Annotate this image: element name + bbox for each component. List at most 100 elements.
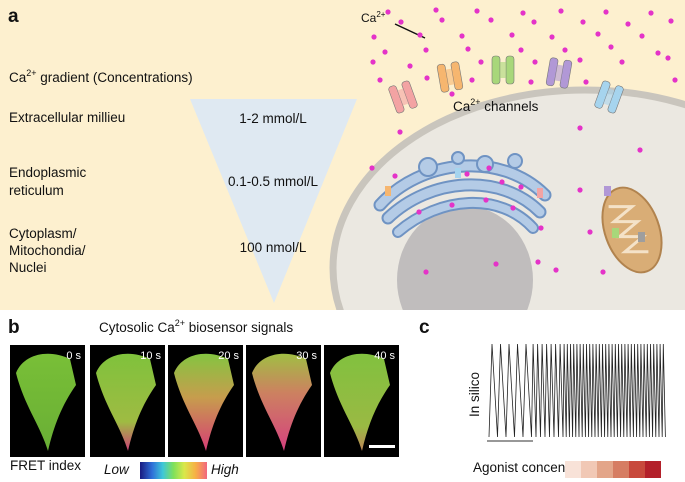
concentration-extracellular: 1-2 mmol/L	[239, 111, 307, 126]
calcium-ion	[417, 32, 423, 38]
calcium-ion	[474, 8, 480, 14]
agonist-level-swatch	[645, 461, 661, 478]
gradient-title: Ca2+ gradient (Concentrations)	[9, 68, 193, 85]
calcium-ion	[469, 77, 475, 83]
calcium-ion	[465, 46, 471, 52]
calcium-ion	[577, 57, 583, 63]
calcium-ion	[449, 202, 455, 208]
panel-b-letter: b	[8, 317, 20, 338]
calcium-ion	[464, 171, 470, 177]
calcium-ion	[377, 77, 383, 83]
calcium-ion	[423, 269, 429, 275]
calcium-ion	[603, 9, 609, 15]
calcium-ion	[385, 9, 391, 15]
calcium-channel-icon	[491, 55, 515, 85]
calcium-ion	[532, 59, 538, 65]
frame-timestamp: 0 s	[66, 350, 81, 362]
endoplasmic-reticulum	[373, 151, 552, 238]
calcium-ion	[672, 77, 678, 83]
calcium-ion	[600, 269, 606, 275]
channels-label: Ca2+ channels	[453, 97, 539, 114]
calcium-ion-label: Ca2+	[361, 10, 386, 25]
calcium-ion	[625, 21, 631, 27]
calcium-ion	[483, 197, 489, 203]
calcium-ion	[397, 129, 403, 135]
concentration-er: 0.1-0.5 mmol/L	[228, 174, 319, 189]
panel-c: c In silico Agonist concentration	[419, 317, 666, 478]
frame-timestamp: 30 s	[296, 350, 317, 362]
agonist-level-swatch	[565, 461, 581, 478]
mitochondrion	[601, 186, 663, 274]
calcium-ion	[619, 59, 625, 65]
calcium-ion	[531, 19, 537, 25]
row-label-extracellular: Extracellular millieu	[9, 110, 125, 125]
calcium-ion	[416, 209, 422, 215]
calcium-ion	[369, 165, 375, 171]
calcium-ion	[577, 187, 583, 193]
panel-a: a Ca2+ gradient (Concentrations) Extrace…	[0, 0, 685, 310]
row-label-cytoplasm-line3: Nuclei	[9, 260, 47, 275]
calcium-ion	[449, 91, 455, 97]
calcium-ion	[668, 18, 674, 24]
panel-c-letter: c	[419, 317, 430, 338]
concentration-gradient-triangle	[190, 99, 357, 303]
calcium-ion	[392, 173, 398, 179]
biosensor-frame: 10 s	[90, 345, 165, 457]
calcium-ion	[608, 44, 614, 50]
fret-color-scale	[140, 462, 207, 479]
row-label-cytoplasm-line2: Mitochondia/	[9, 243, 86, 258]
calcium-ion	[439, 17, 445, 23]
calcium-ions	[369, 7, 678, 275]
cell-illustration	[329, 86, 685, 310]
biosensor-frame: 20 s	[168, 345, 243, 457]
panel-a-letter: a	[8, 6, 19, 27]
biosensor-frame: 40 s	[324, 345, 399, 457]
calcium-ion	[371, 34, 377, 40]
agonist-level-swatch	[613, 461, 629, 478]
calcium-ion	[639, 33, 645, 39]
calcium-ion	[587, 229, 593, 235]
calcium-ion	[493, 261, 499, 267]
calcium-ion	[648, 10, 654, 16]
row-label-cytoplasm-line1: Cytoplasm/	[9, 226, 77, 241]
panel-b: b Cytosolic Ca2+ biosensor signals 0 s 10…	[8, 317, 399, 479]
calcium-ion	[370, 59, 376, 65]
calcium-ion	[538, 225, 544, 231]
simulated-calcium-trace	[488, 343, 666, 438]
calcium-ion	[637, 147, 643, 153]
calcium-ion	[423, 47, 429, 53]
calcium-channel-icon	[545, 57, 573, 89]
calcium-ion	[509, 32, 515, 38]
agonist-level-swatch	[581, 461, 597, 478]
panel-b-title: Cytosolic Ca2+ biosensor signals	[99, 318, 293, 335]
calcium-ion	[518, 47, 524, 53]
calcium-ion	[553, 267, 559, 273]
calcium-ion	[488, 17, 494, 23]
calcium-ion	[528, 79, 534, 85]
calcium-ion	[549, 34, 555, 40]
row-label-er-line1: Endoplasmic	[9, 165, 87, 180]
calcium-ion	[558, 8, 564, 14]
calcium-ion	[510, 205, 516, 211]
calcium-ion	[665, 55, 671, 61]
calcium-ion	[382, 49, 388, 55]
calcium-ion	[433, 7, 439, 13]
biosensor-frame: 0 s	[10, 345, 85, 457]
concentration-cytoplasm: 100 nmol/L	[240, 240, 307, 255]
scale-bar	[369, 445, 395, 448]
calcium-ion	[407, 63, 413, 69]
calcium-ion	[518, 184, 524, 190]
nucleus	[397, 206, 533, 310]
biosensor-frame: 30 s	[246, 345, 321, 457]
row-label-er-line2: reticulum	[9, 183, 64, 198]
calcium-ion	[583, 79, 589, 85]
calcium-channel-icon	[436, 61, 464, 93]
calcium-ion	[398, 19, 404, 25]
calcium-ion	[478, 59, 484, 65]
scale-high-label: High	[211, 462, 239, 477]
calcium-ion	[499, 179, 505, 185]
fret-index-label: FRET index	[10, 458, 81, 473]
calcium-channels	[388, 55, 624, 114]
